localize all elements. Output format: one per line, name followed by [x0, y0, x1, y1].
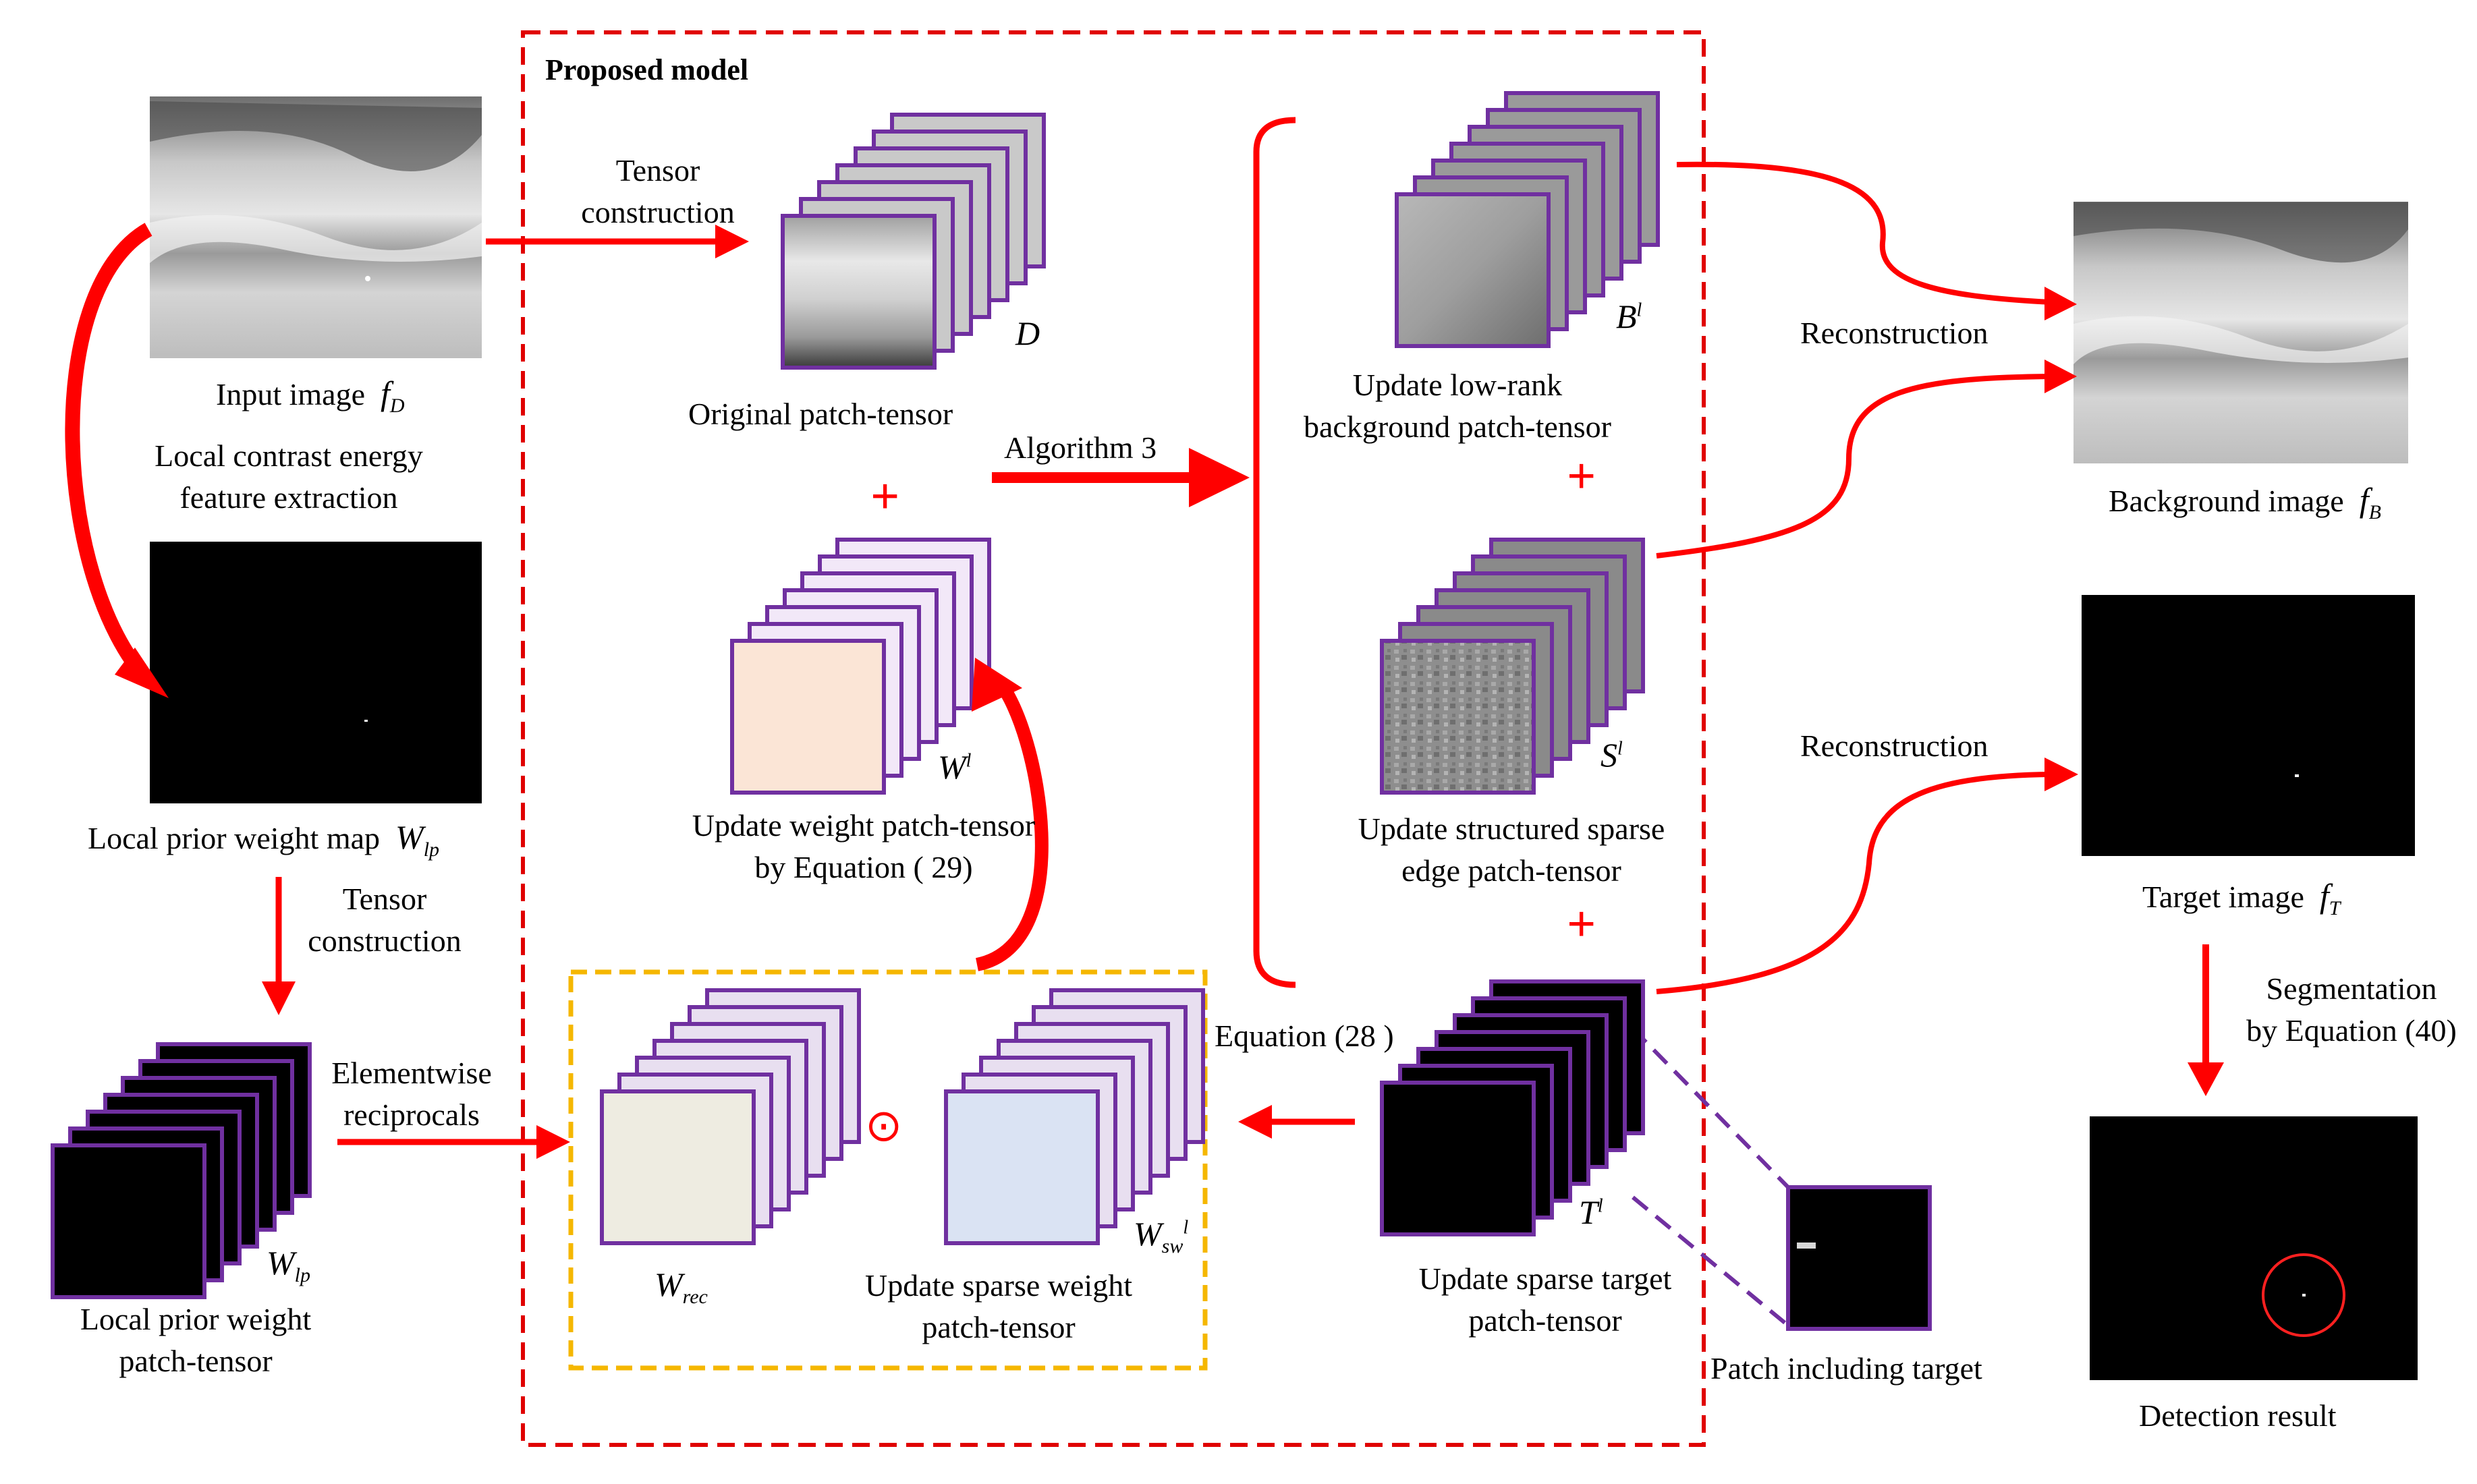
local-contrast-label: Local contrast energy feature extraction: [155, 438, 423, 515]
target-tensor-label: Update sparse target patch-tensor: [1418, 1261, 1672, 1338]
edge-tensor-label: Update structured sparse edge patch-tens…: [1358, 811, 1665, 888]
rec-symbol: Wrec: [655, 1265, 708, 1308]
local-prior-tensor-label: Local prior weight patch-tensor: [80, 1302, 312, 1379]
arrow-feature-extraction-head: [115, 648, 169, 698]
original-tensor-symbol: D: [1015, 314, 1040, 352]
plus-1: +: [870, 468, 900, 525]
tensor-construction-label-2: Tensor construction: [308, 882, 462, 959]
weight-tensor-label: Update weight patch-tensor by Equation (…: [692, 808, 1036, 885]
background-image-label: Background image fB: [2109, 481, 2381, 523]
proposed-model-box: [521, 30, 1706, 1447]
sparse-weight-patch-tensor: [944, 988, 1205, 1245]
target-patch-tensor: [1380, 979, 1645, 1236]
segmentation-label: Segmentation by Equation (40): [2246, 971, 2457, 1048]
rec-weight-patch-tensor-slice: [600, 1089, 756, 1245]
local-prior-tensor-symbol: Wlp: [267, 1244, 310, 1286]
plus-3: +: [1567, 896, 1596, 952]
background-patch-tensor-slice: [1395, 192, 1551, 348]
equation28-label: Equation (28 ): [1215, 1019, 1394, 1053]
reconstruction-label-1: Reconstruction: [1800, 316, 1988, 350]
target-tensor-symbol: Tl: [1579, 1193, 1603, 1231]
original-tensor-label: Original patch-tensor: [688, 397, 953, 431]
detection-result-label: Detection result: [2139, 1398, 2337, 1433]
sparse-weight-label: Update sparse weight patch-tensor: [865, 1268, 1132, 1345]
hadamard-symbol: ⊙: [865, 1100, 903, 1151]
target-image: [2082, 595, 2415, 856]
original-patch-tensor-slice: [781, 214, 937, 370]
target-image-label: Target image fT: [2142, 877, 2341, 919]
input-image: [150, 96, 482, 358]
weight-product-box: [568, 969, 1208, 1371]
background-image: [2074, 202, 2408, 463]
local-prior-weight-map: [150, 542, 482, 803]
arrows: [65, 117, 2224, 1159]
input-image-label: Input image fD: [216, 374, 405, 417]
rec-weight-patch-tensor: [600, 988, 861, 1245]
local-prior-weight-patch-tensor-slice: [51, 1143, 206, 1299]
proposed-model-title: Proposed model: [545, 53, 749, 86]
weight-patch-tensor: [730, 538, 991, 795]
detection-circle: [2262, 1253, 2345, 1337]
sw-symbol: Wswl: [1134, 1215, 1189, 1257]
bracket: [1253, 117, 1296, 988]
local-prior-weight-patch-tensor: [51, 1042, 312, 1299]
original-patch-tensor: [781, 113, 1046, 370]
local-prior-map-label: Local prior weight map Wlp: [88, 818, 440, 861]
weight-tensor-symbol: Wl: [938, 748, 972, 786]
edge-patch-tensor: [1380, 538, 1645, 795]
reconstruction-label-2: Reconstruction: [1800, 729, 1988, 763]
tensor-construction-label-1: Tensor construction: [581, 153, 735, 230]
elementwise-label: Elementwise reciprocals: [331, 1056, 492, 1133]
background-patch-tensor: [1395, 91, 1660, 348]
edge-patch-tensor-slice: [1380, 639, 1536, 795]
patch-including-target-label: Patch including target: [1710, 1351, 1982, 1386]
background-tensor-symbol: Bl: [1616, 297, 1642, 335]
algorithm-label: Algorithm 3: [1004, 430, 1157, 465]
edge-tensor-symbol: Sl: [1601, 736, 1623, 774]
sparse-weight-patch-tensor-slice: [944, 1089, 1100, 1245]
patch-including-target: [1631, 1027, 1932, 1331]
arrow-feature-extraction: [65, 223, 155, 687]
target-patch-tensor-slice: [1380, 1081, 1536, 1236]
weight-patch-tensor-slice: [730, 639, 886, 795]
detection-result-image: [2090, 1116, 2418, 1380]
plus-2: +: [1567, 448, 1596, 505]
background-tensor-label: Update low-rank background patch-tensor: [1303, 368, 1611, 445]
